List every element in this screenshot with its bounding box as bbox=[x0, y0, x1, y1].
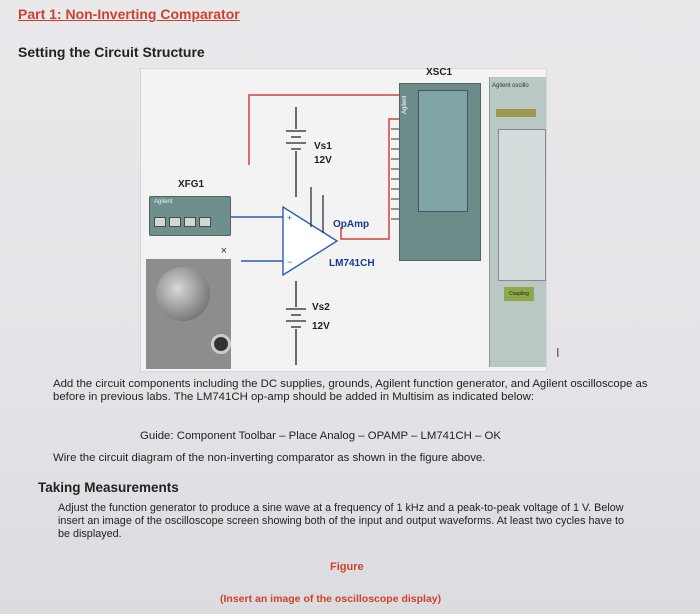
page-title: Part 1: Non-Inverting Comparator bbox=[18, 6, 240, 22]
scope-panel-bar bbox=[496, 109, 536, 117]
scope-panel-window: Agilent oscillo Coupling bbox=[489, 77, 546, 367]
guide-text: Guide: Component Toolbar – Place Analog … bbox=[140, 430, 501, 442]
insert-note: (Insert an image of the oscilloscope dis… bbox=[220, 593, 442, 605]
vs2-value-label: 12V bbox=[312, 321, 330, 332]
text-cursor-icon: I bbox=[556, 345, 560, 360]
fgen-knob[interactable] bbox=[156, 267, 210, 321]
coupling-label: Coupling bbox=[509, 291, 529, 297]
scope-panel-header: Agilent oscillo bbox=[492, 83, 529, 89]
fgen-brand: Agilent bbox=[154, 199, 173, 205]
fgen-panel-window: × bbox=[146, 245, 231, 369]
opamp-supply-pins bbox=[310, 187, 324, 233]
oscilloscope[interactable]: Agilent bbox=[399, 83, 481, 261]
paragraph-measurements: Adjust the function generator to produce… bbox=[58, 502, 624, 540]
circuit-screenshot: + − XSC1 XFG1 Vs1 12V OpAmp LM741CH Vs2 … bbox=[140, 67, 547, 372]
wire-red-output bbox=[340, 118, 403, 240]
svg-text:+: + bbox=[287, 213, 292, 223]
paragraph-components: Add the circuit components including the… bbox=[53, 378, 648, 403]
scope-panel-display bbox=[498, 129, 546, 281]
bnc-connector-icon bbox=[211, 334, 231, 354]
svg-text:−: − bbox=[287, 257, 292, 267]
scope-name-label: XSC1 bbox=[426, 67, 453, 78]
fgen-name-label: XFG1 bbox=[178, 179, 205, 190]
function-generator[interactable]: Agilent bbox=[149, 196, 231, 236]
figure-label: Figure bbox=[330, 561, 364, 573]
wire-instruction: Wire the circuit diagram of the non-inve… bbox=[53, 452, 486, 464]
coupling-button[interactable]: Coupling bbox=[504, 287, 534, 301]
close-icon[interactable]: × bbox=[220, 245, 227, 257]
opamp-part-label: LM741CH bbox=[329, 258, 375, 269]
scope-brand: Agilent bbox=[402, 95, 408, 114]
fgen-keypad bbox=[154, 217, 211, 227]
scope-pins bbox=[391, 128, 399, 220]
opamp-symbol bbox=[282, 205, 339, 277]
wire-red-top bbox=[248, 94, 403, 165]
opamp-label: OpAmp bbox=[333, 219, 370, 230]
scope-screen bbox=[418, 90, 468, 212]
section-heading-circuit: Setting the Circuit Structure bbox=[18, 44, 205, 60]
section-heading-measurements: Taking Measurements bbox=[38, 480, 179, 495]
vs2-name-label: Vs2 bbox=[312, 302, 330, 313]
vs1-battery-symbol bbox=[286, 107, 306, 197]
vs2-battery-symbol bbox=[286, 281, 306, 365]
vs1-name-label: Vs1 bbox=[314, 141, 332, 152]
vs1-value-label: 12V bbox=[314, 155, 332, 166]
